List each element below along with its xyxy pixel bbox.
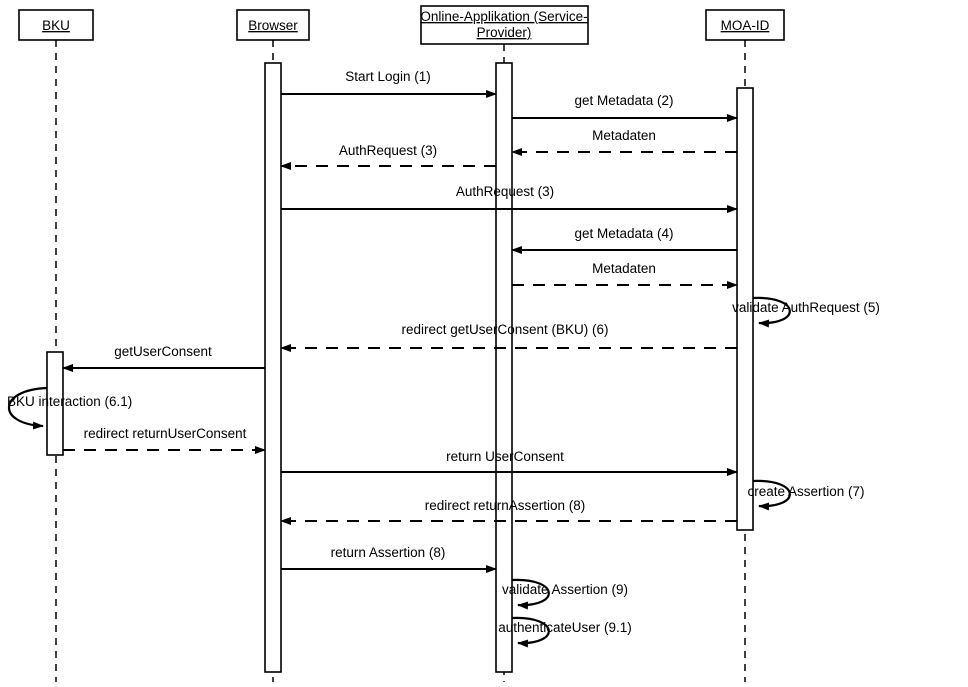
message-label-m5: AuthRequest (3) <box>456 184 554 199</box>
message-label-m14: create Assertion (7) <box>747 484 864 499</box>
message-label-m15: redirect returnAssertion (8) <box>425 498 586 513</box>
message-m5[interactable]: AuthRequest (3) <box>281 184 738 213</box>
message-label-m17: validate Assertion (9) <box>502 582 628 597</box>
message-m7[interactable]: Metadaten <box>512 261 738 289</box>
message-m9[interactable]: redirect getUserConsent (BKU) (6) <box>280 322 737 352</box>
activations-layer <box>46 62 754 673</box>
self-message-arrow-m17 <box>511 578 550 610</box>
message-m2[interactable]: get Metadata (2) <box>512 93 738 122</box>
message-label-m18: authenticateUser (9.1) <box>498 620 632 635</box>
message-m18[interactable]: authenticateUser (9.1) <box>498 616 632 648</box>
message-m3[interactable]: Metadaten <box>511 128 737 156</box>
message-label-m7: Metadaten <box>592 261 656 276</box>
lifeline-header-box-bku[interactable] <box>18 9 94 41</box>
lifeline-label-oa: Online-Applikation (Service- <box>420 9 587 24</box>
messages-layer: Start Login (1) get Metadata (2) Metadaten… <box>7 69 880 648</box>
lifeline-label-moaid: MOA-ID <box>721 18 770 33</box>
message-m4[interactable]: AuthRequest (3) <box>280 143 496 170</box>
self-message-arrow-m14 <box>752 479 791 511</box>
message-m17[interactable]: validate Assertion (9) <box>502 578 628 610</box>
message-m1[interactable]: Start Login (1) <box>281 69 497 98</box>
message-label-m10: getUserConsent <box>114 344 212 359</box>
self-message-arrow-m8 <box>752 296 791 328</box>
message-m16[interactable]: return Assertion (8) <box>281 545 497 573</box>
activation-bar-bku[interactable] <box>46 351 64 456</box>
activation-bar-browser[interactable] <box>264 62 282 673</box>
message-m6[interactable]: get Metadata (4) <box>511 226 737 254</box>
message-label-m8: validate AuthRequest (5) <box>732 300 880 315</box>
self-message-arrow-m18 <box>511 616 550 648</box>
message-label-m3: Metadaten <box>592 128 656 143</box>
message-m12[interactable]: redirect returnUserConsent <box>63 426 266 454</box>
message-label-m16: return Assertion (8) <box>331 545 446 560</box>
message-m8[interactable]: validate AuthRequest (5) <box>732 296 880 328</box>
message-m15[interactable]: redirect returnAssertion (8) <box>280 498 737 525</box>
activation-bar-oa[interactable] <box>495 62 513 673</box>
lifeline-bku: BKU <box>18 9 94 682</box>
message-m13[interactable]: return UserConsent <box>281 449 738 476</box>
message-label-m9: redirect getUserConsent (BKU) (6) <box>401 322 608 337</box>
message-label-m13: return UserConsent <box>446 449 564 464</box>
lifeline-label2-oa: Provider) <box>477 25 532 40</box>
message-m14[interactable]: create Assertion (7) <box>747 479 865 511</box>
lifeline-moaid: MOA-ID <box>705 9 785 682</box>
lifeline-header-box-moaid[interactable] <box>705 9 785 41</box>
lifeline-header-box-browser[interactable] <box>236 9 310 41</box>
message-label-m12: redirect returnUserConsent <box>84 426 247 441</box>
lifeline-label-browser: Browser <box>248 18 298 33</box>
message-m10[interactable]: getUserConsent <box>62 344 265 372</box>
message-label-m11: BKU interaction (6.1) <box>7 394 132 409</box>
message-label-m4: AuthRequest (3) <box>339 143 437 158</box>
message-m11[interactable]: BKU interaction (6.1) <box>7 386 132 430</box>
self-message-arrow-m11 <box>7 386 48 430</box>
message-label-m6: get Metadata (4) <box>574 226 673 241</box>
message-label-m1: Start Login (1) <box>345 69 431 84</box>
activation-bar-moaid[interactable] <box>736 87 754 531</box>
message-label-m2: get Metadata (2) <box>574 93 673 108</box>
lifeline-label-bku: BKU <box>42 18 70 33</box>
